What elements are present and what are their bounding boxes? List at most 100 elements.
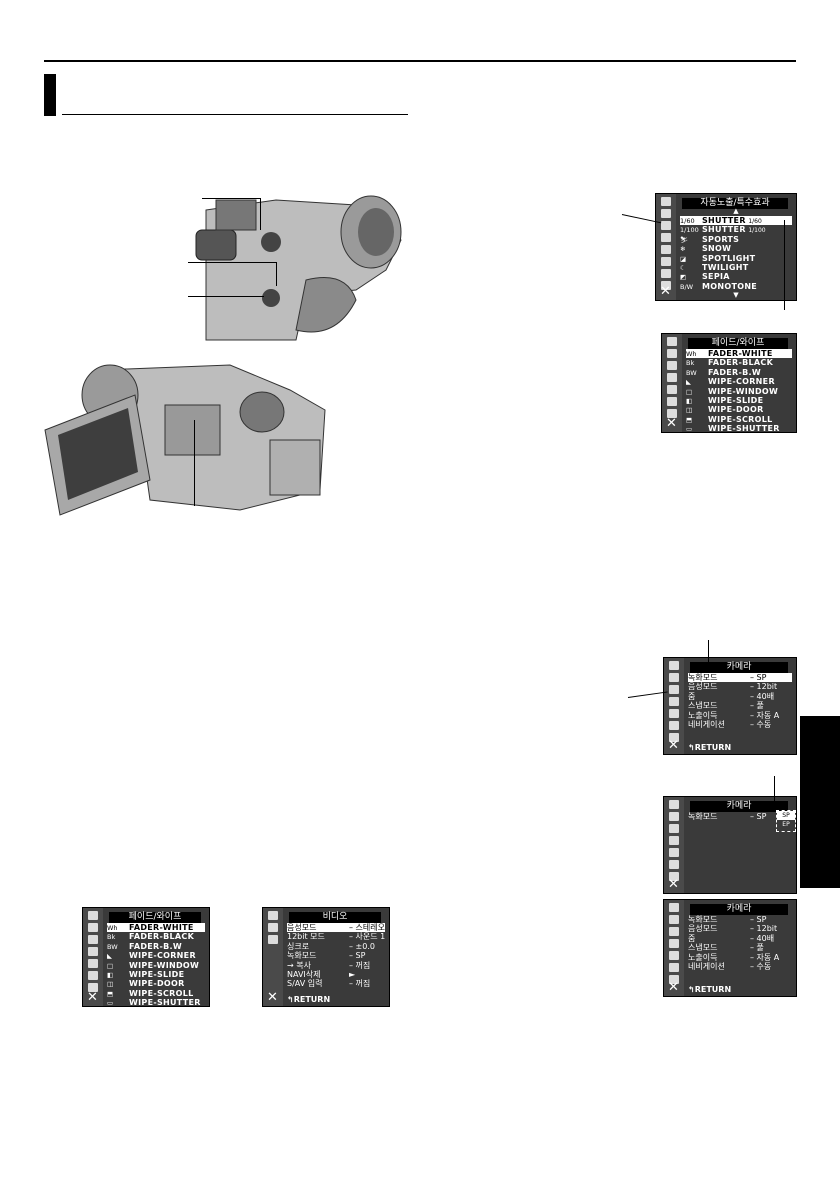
menu-item[interactable]: □WIPE-WINDOW [686,386,779,396]
menu-icon-column [656,194,676,300]
menu-item[interactable]: S/AV 입력– 꺼짐 [287,979,371,989]
spotlight-icon: ◪ [680,254,687,263]
callout-line [276,262,277,286]
menu-item[interactable]: ⛷SPORTS [680,234,740,244]
close-icon[interactable]: ✕ [660,284,671,299]
return-button[interactable]: ↰RETURN [688,985,732,994]
camera-menu-screen-2: ✕ 카메라 녹화모드– SP SP EP [663,796,797,894]
camcorder-top-illustration [195,195,402,341]
menu-item[interactable]: 스냅모드– 풀 [688,943,764,953]
menu-item[interactable]: 스냅모드– 풀 [688,701,764,711]
callout-line [260,198,261,230]
menu-item[interactable]: 녹화모드– SP [688,673,792,683]
callout-line [188,262,276,263]
menu-title: 카메라 [690,662,788,673]
close-icon[interactable]: ✕ [666,416,677,431]
wipe-shutter-icon: ▭ [107,999,114,1007]
menu-icon-column [83,908,103,1006]
callout-line [202,198,260,199]
callout-line [188,296,264,297]
callout-line [627,691,668,698]
option-popup[interactable]: SP EP [776,810,796,832]
menu-item[interactable]: ▭WIPE-SHUTTER [107,998,201,1007]
menu-title: 자동노출/특수효과 [682,198,788,209]
close-icon[interactable]: ✕ [668,980,679,995]
option-sp[interactable]: SP [777,811,795,820]
menu-item[interactable]: ◣WIPE-CORNER [107,951,196,961]
fader-white-icon: Wh [107,924,118,932]
wipe-shutter-icon: ▭ [686,425,693,433]
menu-item[interactable]: 노출이득– 자동 A [688,952,780,962]
wipe-corner-icon: ◣ [686,378,691,387]
scroll-down-icon[interactable]: ▼ [733,291,739,300]
menu-item[interactable]: ◣WIPE-CORNER [686,377,775,387]
menu-item[interactable]: ◪SPOTLIGHT [680,253,756,263]
page-tab [800,716,840,888]
menu-icon-column [263,908,283,1006]
sepia-icon: ◩ [680,273,687,282]
fader-bw-icon: BW [686,368,697,377]
menu-item[interactable]: □WIPE-WINDOW [107,960,200,970]
close-icon[interactable]: ✕ [87,990,98,1005]
option-ep[interactable]: EP [782,821,790,828]
fader-black-icon: Bk [686,359,695,368]
camcorder-lcd-illustration [44,364,326,516]
menu-title: 페이드/와이프 [109,912,201,923]
menu-item[interactable]: ◩SEPIA [680,272,730,282]
sports-icon: ⛷ [680,235,689,244]
menu-item[interactable]: ⬒WIPE-SCROLL [107,988,194,998]
menu-title: 페이드/와이프 [688,338,788,349]
menu-item[interactable]: 녹화모드– SP [287,951,366,961]
menu-item[interactable]: 줌– 40배 [688,691,775,701]
menu-item[interactable]: 노출이득– 자동 A [688,710,780,720]
return-button[interactable]: ↰RETURN [287,995,331,1004]
menu-item[interactable]: 싱크로– ±0.0 [287,941,375,951]
menu-item[interactable]: NAVI삭제► [287,969,356,979]
menu-item[interactable]: → 복사– 꺼짐 [287,960,371,970]
menu-title: 비디오 [289,912,381,923]
close-icon[interactable]: ✕ [267,990,278,1005]
wipe-window-icon: □ [686,387,693,396]
return-button[interactable]: ↰RETURN [688,743,732,752]
menu-item[interactable]: ◫WIPE-DOOR [686,405,764,415]
wipe-slide-icon: ◧ [107,970,114,979]
menu-item[interactable]: 음성모드– 스테레오 [287,923,385,933]
close-icon[interactable]: ✕ [668,738,679,753]
fader-white-icon: Wh [686,350,697,358]
menu-item[interactable]: ◧WIPE-SLIDE [107,969,185,979]
fader-bw-icon: BW [107,942,118,951]
close-icon[interactable]: ✕ [668,877,679,892]
menu-item[interactable]: 네비게이션– 수동 [688,719,772,729]
snow-icon: ❄ [680,245,686,254]
return-icon: ↰ [287,995,294,1004]
menu-item[interactable]: 녹화모드– SP [688,812,767,821]
twilight-icon: ☾ [680,263,686,272]
menu-item[interactable]: 줌– 40배 [688,933,775,943]
menu-item[interactable]: 12bit 모드– 사운드 1 [287,932,386,942]
scroll-up-icon[interactable]: ▲ [733,207,739,215]
menu-item[interactable]: 음성모드– 12bit [688,682,778,692]
menu-item[interactable]: ◫WIPE-DOOR [107,979,185,989]
fader-black-icon: Bk [107,933,116,942]
top-rule [44,60,796,62]
menu-title: 카메라 [690,801,788,812]
return-icon: ↰ [688,743,695,752]
menu-item[interactable]: ❄SNOW [680,244,732,254]
menu-item[interactable]: ⬒WIPE-SCROLL [686,414,773,424]
menu-item[interactable]: ☾TWILIGHT [680,262,749,272]
menu-item[interactable]: 네비게이션– 수동 [688,961,772,971]
menu-item[interactable]: 음성모드– 12bit [688,924,778,934]
menu-item[interactable]: ◧WIPE-SLIDE [686,395,764,405]
menu-item[interactable]: ▭WIPE-SHUTTER [686,424,780,433]
menu-item[interactable]: 녹화모드– SP [688,915,767,924]
